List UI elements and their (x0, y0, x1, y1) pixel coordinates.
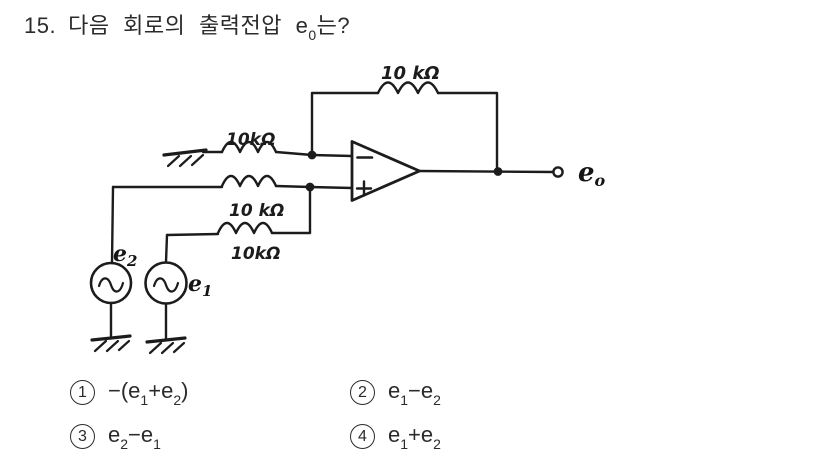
option-3-text: e2−e1 (108, 422, 161, 452)
option-2-number-badge: 2 (350, 379, 375, 405)
option-1-text: −(e1+e2) (108, 378, 189, 409)
feedback-branch (310, 81, 499, 173)
question-number: 15. (24, 13, 57, 38)
junction-dot (307, 150, 317, 160)
ground-icon (162, 148, 208, 168)
question-text: 다음 회로의 출력전압 e (68, 13, 309, 38)
option-1-number-badge: 1 (70, 379, 95, 405)
resistor-symbol (220, 174, 278, 188)
output-label-e0: eo (578, 158, 606, 190)
option-3-number-badge: 3 (70, 423, 95, 449)
question-title: 15. 다음 회로의 출력전압 e0는? (24, 8, 351, 44)
option-2: 2 e1−e2 (350, 378, 441, 409)
source-label-e2: e2 (113, 241, 137, 270)
e2-resistor-label: 10 kΩ (229, 201, 284, 221)
ac-source-e1 (144, 233, 188, 355)
question-text-subscript: 0 (308, 27, 317, 44)
feedback-resistor-label: 10 kΩ (381, 63, 440, 84)
wire (110, 185, 115, 265)
wire (310, 91, 380, 157)
sine-wave-icon (97, 277, 125, 293)
option-4: 4 e1+e2 (350, 422, 441, 452)
resistor-symbol (220, 140, 278, 154)
option-1: 1 −(e1+e2) (70, 378, 189, 409)
wire (165, 232, 220, 237)
option-4-number-badge: 4 (350, 423, 375, 449)
wire (436, 91, 499, 173)
noninverting-input-branch (111, 174, 354, 237)
option-2-text: e1−e2 (388, 378, 441, 409)
output-branch (418, 166, 564, 178)
resistor-symbol (376, 81, 440, 95)
sine-wave-icon (152, 277, 180, 293)
option-3: 3 e2−e1 (70, 422, 161, 452)
e1-resistor-label: 10kΩ (231, 244, 280, 264)
ac-source-e2 (89, 185, 133, 353)
opamp-symbol (350, 140, 421, 202)
wire (270, 185, 312, 235)
inverting-resistor-label: 10kΩ (226, 130, 275, 150)
source-label-e1: e1 (188, 271, 212, 300)
ground-icon (145, 336, 187, 355)
resistor-symbol (216, 221, 274, 235)
junction-dot (493, 167, 503, 176)
opamp-noninverting-input-icon (355, 180, 373, 197)
output-terminal (552, 166, 564, 178)
inverting-input-branch (162, 140, 354, 168)
ground-icon (90, 334, 132, 353)
option-4-text: e1+e2 (388, 422, 441, 452)
question-text-suffix: 는? (316, 13, 351, 38)
wire (418, 169, 555, 174)
wire (164, 233, 169, 264)
